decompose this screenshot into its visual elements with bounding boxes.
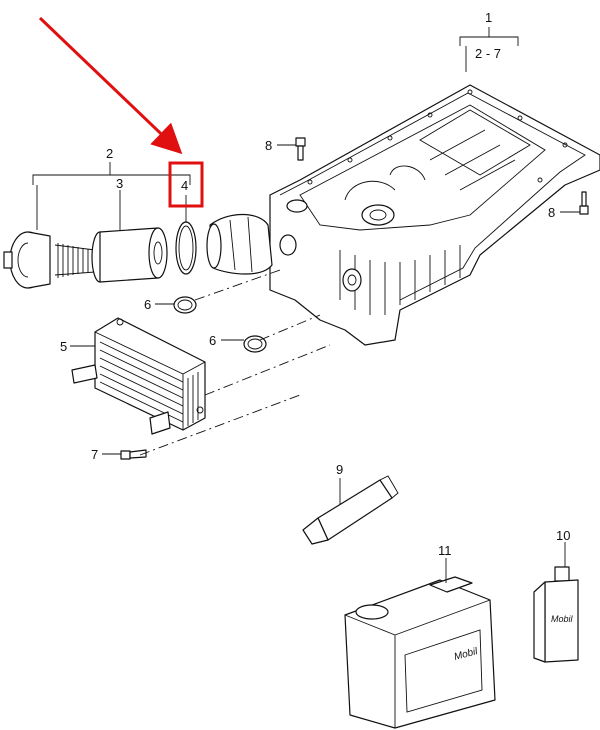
callout-1: 1	[485, 10, 492, 25]
leader-lines	[32, 27, 580, 583]
highlight-box	[168, 161, 204, 208]
assembly-lines	[139, 269, 331, 456]
oil-canister: Mobil	[344, 576, 496, 729]
callout-8-right: 8	[548, 205, 555, 220]
filter-cap	[3, 231, 96, 289]
oil-pan	[269, 84, 600, 346]
filter-housing-pipe	[206, 213, 273, 275]
callout-labels: 1 2 - 7 2 3 4 5 6 6 7 8 8 9 10 11	[60, 10, 570, 558]
o-ring-4	[175, 221, 197, 275]
callout-8-upper: 8	[265, 138, 272, 153]
callout-11: 11	[438, 543, 452, 558]
bolt-8-right	[579, 191, 589, 215]
oil-cooler	[71, 317, 206, 435]
oil-bottle: Mobil	[533, 566, 579, 663]
callout-10: 10	[556, 528, 570, 543]
bolt-7	[120, 449, 147, 460]
callout-3: 3	[116, 176, 123, 191]
bottle-logo: Mobil	[551, 614, 574, 624]
callout-6-upper: 6	[144, 297, 151, 312]
sealant-tube	[302, 475, 399, 545]
callout-7: 7	[91, 447, 98, 462]
callout-2: 2	[106, 146, 113, 161]
seal-ring-upper	[173, 296, 197, 314]
bolt-8-upper	[295, 137, 306, 161]
callout-4: 4	[181, 178, 188, 193]
callout-5: 5	[60, 339, 67, 354]
highlight-annotation	[38, 16, 204, 208]
callout-1-range: 2 - 7	[475, 46, 501, 61]
highlight-arrow	[38, 16, 183, 155]
callout-9: 9	[336, 462, 343, 477]
filter-element	[91, 227, 168, 283]
callout-6-lower: 6	[209, 333, 216, 348]
